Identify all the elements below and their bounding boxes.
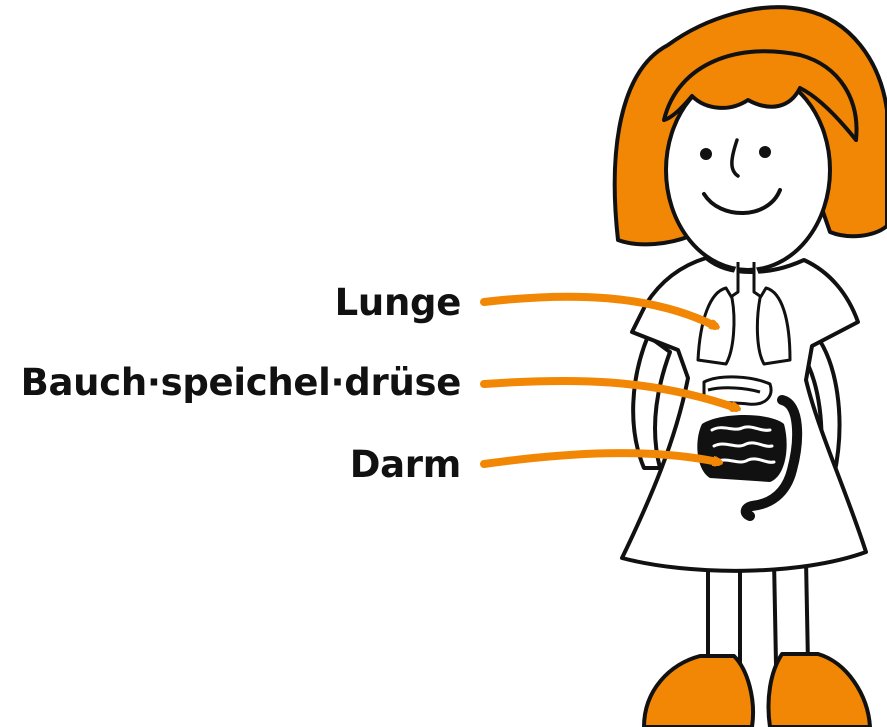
right-eye bbox=[759, 146, 771, 158]
label-darm: Darm bbox=[350, 443, 461, 487]
label-bauchspeicheldruese: Bauch·speichel·drüse bbox=[21, 361, 461, 405]
shoes bbox=[644, 654, 870, 727]
legs bbox=[708, 560, 808, 666]
left-eye bbox=[700, 148, 712, 160]
label-lunge: Lunge bbox=[335, 281, 461, 325]
